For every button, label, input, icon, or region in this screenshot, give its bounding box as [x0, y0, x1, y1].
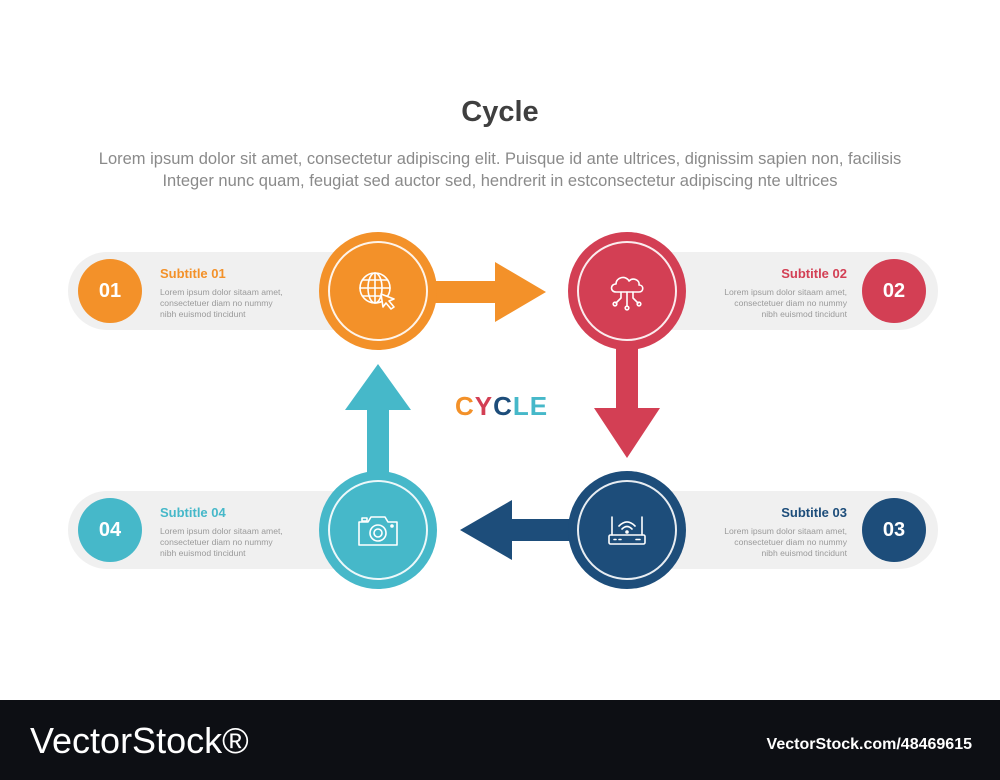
step-04-subtitle: Subtitle 04: [160, 505, 226, 520]
cycle-letter: C: [493, 391, 513, 421]
step-04-body-line: Lorem ipsum dolor sitaam amet,: [160, 526, 283, 536]
cycle-center-word: CYCLE: [455, 391, 548, 422]
step-04-body-line: nibh euismod tincidunt: [160, 548, 246, 558]
wifi-router-icon: [608, 516, 646, 545]
cycle-letter: Y: [474, 391, 494, 421]
cycle-letter: C: [455, 391, 475, 421]
step-04-node: [319, 471, 437, 589]
step-01-body-line: consectetuer diam no nummy: [160, 298, 273, 308]
step-02-body-line: nibh euismod tincidunt: [761, 309, 847, 319]
cycle-letter: L: [512, 391, 530, 421]
description-line-1: Lorem ipsum dolor sit amet, consectetur …: [98, 150, 902, 168]
page-title: Cycle: [461, 96, 539, 128]
step-01-body: Lorem ipsum dolor sitaam amet, consectet…: [160, 287, 310, 320]
step-02-body-line: Lorem ipsum dolor sitaam amet,: [724, 287, 847, 297]
watermark-image-id: VectorStock.com/48469615: [766, 736, 972, 753]
step-02-subtitle: Subtitle 02: [781, 266, 847, 281]
step-01-body-line: nibh euismod tincidunt: [160, 309, 246, 319]
step-02-body-line: consectetuer diam no nummy: [734, 298, 847, 308]
step-03-body-line: Lorem ipsum dolor sitaam amet,: [724, 526, 847, 536]
description-line-2: Integer nunc quam, feugiat sed auctor se…: [162, 172, 838, 190]
step-01-body-line: Lorem ipsum dolor sitaam amet,: [160, 287, 283, 297]
arrow-left: [460, 500, 582, 560]
cloud-network-icon: [610, 276, 644, 311]
cycle-letter: E: [529, 391, 549, 421]
step-04-body-line: consectetuer diam no nummy: [160, 537, 273, 547]
step-01-number-badge: 01: [78, 259, 142, 323]
description: Lorem ipsum dolor sit amet, consectetur …: [40, 148, 960, 192]
step-04-body: Lorem ipsum dolor sitaam amet, consectet…: [160, 526, 310, 559]
camera-icon: [358, 516, 398, 546]
step-03-node: [568, 471, 686, 589]
arrow-up: [345, 364, 411, 475]
arrow-down: [594, 340, 660, 458]
step-03-subtitle: Subtitle 03: [781, 505, 847, 520]
step-03-body: Lorem ipsum dolor sitaam amet, consectet…: [697, 526, 847, 559]
arrow-right: [428, 262, 546, 322]
cycle-arrows: [345, 262, 660, 560]
step-02-body: Lorem ipsum dolor sitaam amet, consectet…: [697, 287, 847, 320]
step-04-number-badge: 04: [78, 498, 142, 562]
globe-cursor-icon: [359, 272, 395, 310]
step-01-subtitle: Subtitle 01: [160, 266, 226, 281]
step-03-body-line: consectetuer diam no nummy: [734, 537, 847, 547]
step-01-node: [319, 232, 437, 350]
step-02-number-badge: 02: [862, 259, 926, 323]
step-03-number-badge: 03: [862, 498, 926, 562]
step-02-node: [568, 232, 686, 350]
watermark-footer: VectorStock® VectorStock.com/48469615: [0, 700, 1000, 780]
step-03-body-line: nibh euismod tincidunt: [761, 548, 847, 558]
watermark-brand: VectorStock®: [30, 720, 249, 761]
